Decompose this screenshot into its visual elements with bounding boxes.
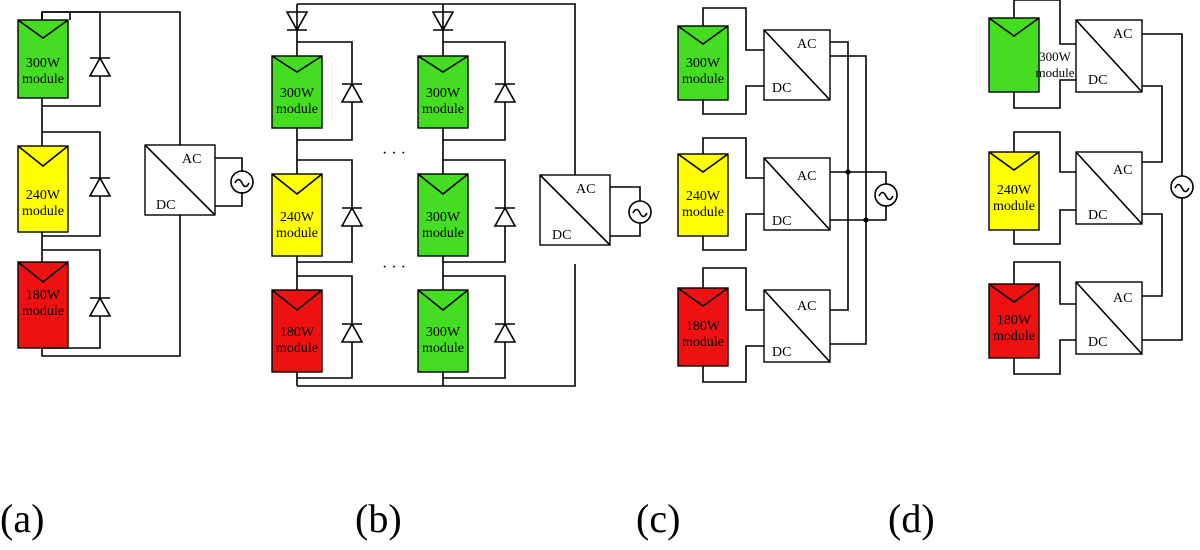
inverter: AC DC — [539, 174, 611, 246]
module-label-type: module — [993, 329, 1035, 344]
dc-dc-converter: AC DC — [1075, 281, 1143, 355]
diagram-c: 300W module AC DC 240W module AC DC — [677, 7, 898, 383]
bypass-diode — [340, 196, 364, 227]
module-label-power: 300W — [1039, 49, 1072, 64]
micro-inverter: AC DC — [763, 29, 831, 101]
caption-a: (a) — [0, 496, 44, 541]
bypass-diode — [340, 72, 364, 103]
dc-dc-converter: AC DC — [1075, 151, 1143, 225]
converter-ac-label: AC — [1113, 163, 1132, 178]
module-label-power: 300W — [426, 210, 461, 225]
inverter-dc-label: DC — [772, 214, 791, 229]
module-label-power: 300W — [686, 56, 721, 71]
module-label-type: module — [682, 335, 724, 350]
module-label-type: module — [422, 226, 464, 241]
module-300w: 300W module — [677, 25, 729, 101]
module-label-power: 240W — [26, 188, 61, 203]
module-label-type: module — [276, 226, 318, 241]
module-300w: 300W module — [988, 17, 1075, 93]
module-label-power: 180W — [997, 313, 1032, 328]
ac-grid-icon — [230, 170, 254, 194]
module-label-type: module — [422, 341, 464, 356]
module-240w: 240W module — [271, 173, 323, 257]
ac-grid-icon — [874, 183, 898, 207]
module-label-type: module — [276, 341, 318, 356]
bypass-diode — [493, 196, 517, 227]
module-label-type: module — [422, 102, 464, 117]
module-label-power: 180W — [686, 319, 721, 334]
converter-dc-label: DC — [1088, 335, 1107, 350]
module-label-type: module — [276, 102, 318, 117]
module-300w: 300W module — [417, 289, 469, 373]
module-label-type: module — [22, 72, 64, 87]
module-300w: 300W module — [17, 19, 69, 99]
diagram-d: 300W module AC DC 240W module AC DC 180W — [988, 0, 1194, 375]
ellipsis-dots: · · · — [382, 259, 406, 276]
module-label-type: module — [1036, 65, 1075, 80]
module-180w: 180W module — [271, 289, 323, 373]
inverter-ac-label: AC — [797, 37, 816, 52]
module-label-power: 180W — [280, 325, 315, 340]
module-label-power: 300W — [26, 56, 61, 71]
converter-ac-label: AC — [1113, 27, 1132, 42]
module-label-type: module — [22, 304, 64, 319]
caption-b: (b) — [355, 496, 402, 541]
inverter-ac-label: AC — [797, 169, 816, 184]
inverter-ac-label: AC — [182, 152, 201, 167]
module-label-type: module — [682, 72, 724, 87]
bypass-diode — [88, 46, 112, 77]
bypass-diode — [493, 72, 517, 103]
dc-dc-converter: AC DC — [1075, 19, 1143, 93]
module-300w: 300W module — [417, 55, 469, 129]
ac-grid-icon — [628, 200, 652, 224]
module-label-type: module — [682, 205, 724, 220]
inverter-dc-label: DC — [156, 198, 175, 213]
module-label-power: 300W — [426, 325, 461, 340]
module-300w: 300W module — [417, 173, 469, 257]
module-label-power: 240W — [997, 183, 1032, 198]
bypass-diode — [340, 312, 364, 343]
converter-dc-label: DC — [1088, 208, 1107, 223]
inverter-dc-label: DC — [552, 228, 571, 243]
converter-ac-label: AC — [1113, 291, 1132, 306]
inverter-dc-label: DC — [772, 345, 791, 360]
module-label-type: module — [993, 199, 1035, 214]
inverter: AC DC — [144, 144, 216, 216]
module-label-type: module — [22, 204, 64, 219]
bypass-diode — [88, 286, 112, 317]
module-label-power: 180W — [26, 288, 61, 303]
module-240w: 240W module — [677, 153, 729, 237]
module-label-power: 240W — [280, 210, 315, 225]
inverter-ac-label: AC — [576, 182, 595, 197]
inverter-dc-label: DC — [772, 81, 791, 96]
bypass-diode — [493, 312, 517, 343]
blocking-diode — [431, 11, 455, 32]
ellipsis-dots: · · · — [382, 145, 406, 162]
ac-grid-icon — [1170, 175, 1194, 199]
module-300w: 300W module — [271, 55, 323, 129]
caption-c: (c) — [636, 496, 680, 541]
bypass-diode — [88, 166, 112, 197]
inverter-ac-label: AC — [797, 299, 816, 314]
module-180w: 180W module — [988, 283, 1040, 359]
caption-d: (d) — [888, 496, 935, 541]
module-240w: 240W module — [988, 151, 1040, 231]
module-180w: 180W module — [17, 261, 69, 349]
micro-inverter: AC DC — [763, 157, 831, 231]
module-label-power: 240W — [686, 189, 721, 204]
module-label-power: 300W — [426, 86, 461, 101]
diagram-b: 300W module 240W module 180W module · · … — [271, 3, 652, 387]
micro-inverter: AC DC — [763, 289, 831, 363]
module-240w: 240W module — [17, 145, 69, 233]
blocking-diode — [285, 11, 309, 32]
module-180w: 180W module — [677, 287, 729, 367]
diagram-a: 300W module 240W module 180W module AC D… — [17, 11, 254, 357]
converter-dc-label: DC — [1088, 73, 1107, 88]
module-label-power: 300W — [280, 86, 315, 101]
